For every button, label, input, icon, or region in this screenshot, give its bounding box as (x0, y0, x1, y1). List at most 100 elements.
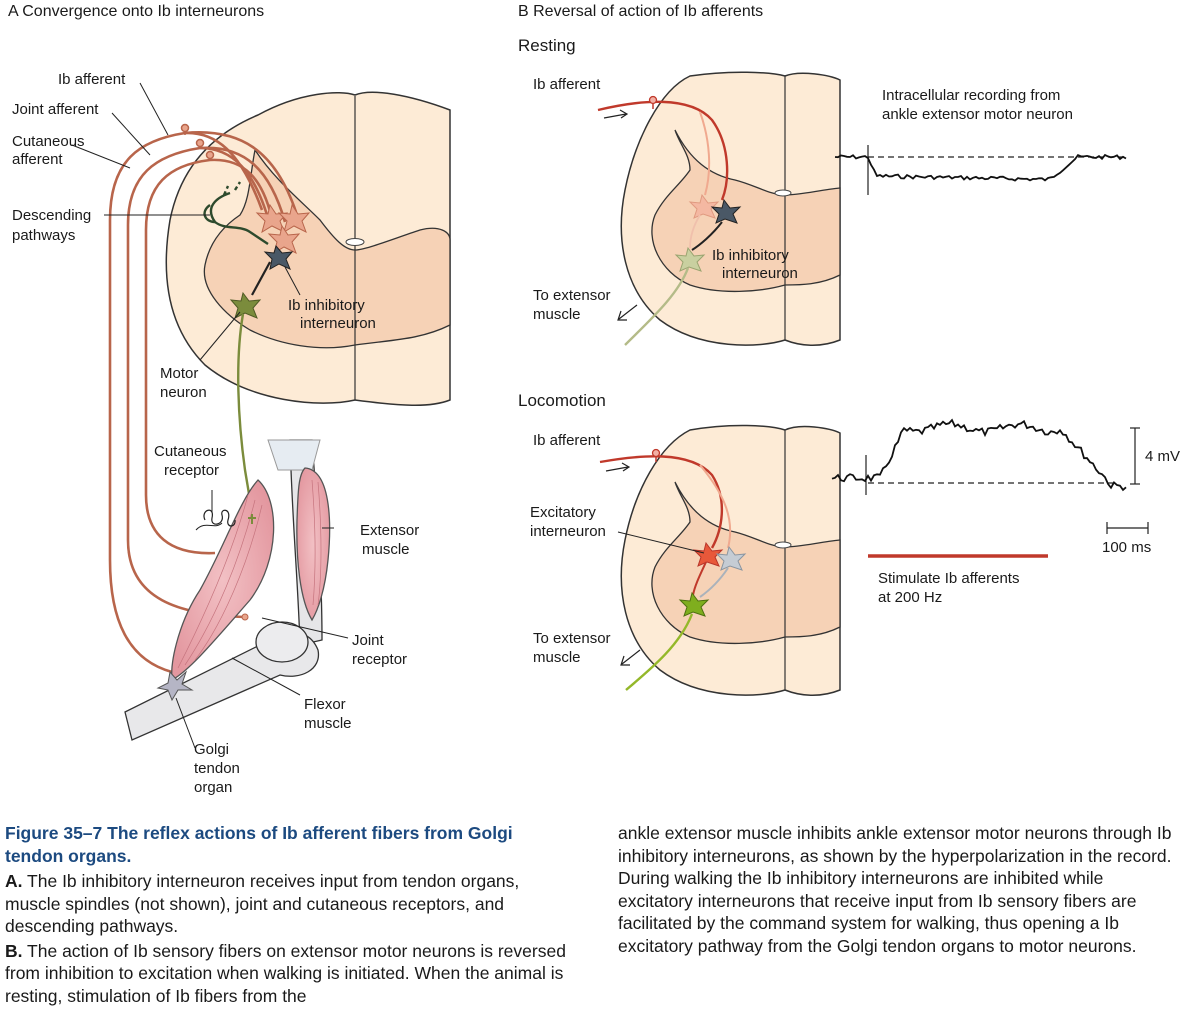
joint-branch (199, 146, 272, 226)
motor-axon-locomotion (625, 613, 694, 691)
descending-fiber (209, 191, 269, 245)
figure-illustration: A Convergence onto Ib interneurons (8, 3, 1180, 796)
leg-illustration (124, 439, 331, 741)
motor-neuron-resting (674, 246, 706, 272)
panel-a: A Convergence onto Ib interneurons (8, 3, 451, 796)
excitatory-interneuron-locomotion (692, 541, 724, 567)
locomotion-trace (831, 418, 1127, 492)
arrow-out-locomotion (620, 649, 641, 666)
motor-end-plate (248, 514, 256, 524)
label-cut-receptor-2: receptor (164, 462, 219, 479)
label-motor-1: Motor (160, 365, 198, 382)
resting-recording: Intracellular recording from ankle exten… (834, 87, 1128, 195)
caption-a-text: The Ib inhibitory interneuron receives i… (5, 871, 520, 936)
label-ib-inhib-1: Ib inhibitory (288, 297, 365, 314)
caption-b-text: The action of Ib sensory fibers on exten… (5, 940, 566, 1006)
ib-inhibitory-resting (710, 198, 742, 224)
label-cutaneous-afferent-2: afferent (12, 151, 63, 168)
interneuron-2 (277, 203, 311, 234)
label-joint-receptor-2: receptor (352, 651, 407, 668)
ib-branch (184, 131, 264, 211)
caption-paragraph-b: B. The action of Ib sensory fibers on ex… (5, 940, 575, 1008)
locomotion-excit-2: interneuron (530, 523, 606, 540)
motor-axon-resting (624, 267, 690, 346)
ib-inhibitory-axon (251, 261, 271, 296)
caption-right-column: ankle extensor muscle inhibits ankle ext… (618, 822, 1183, 959)
central-canal (345, 238, 365, 246)
label-cut-receptor-1: Cutaneous (154, 443, 227, 460)
caption-b-label: B. (5, 940, 23, 961)
label-ib-inhib-2: interneuron (300, 315, 376, 332)
caption-b-continued: ankle extensor muscle inhibits ankle ext… (618, 823, 1172, 956)
label-descending-1: Descending (12, 207, 91, 224)
scale-ms-label: 100 ms (1102, 539, 1151, 556)
resting-to-extensor-1: To extensor (533, 287, 611, 304)
stim-label-1: Stimulate Ib afferents (878, 570, 1019, 587)
arrow-in-locomotion (605, 462, 631, 472)
caption-paragraph-a: A. The Ib inhibitory interneuron receive… (5, 870, 575, 938)
cutaneous-terminal (205, 150, 215, 160)
stim-label-2: at 200 Hz (878, 589, 942, 606)
label-golgi-2: tendon (194, 760, 240, 777)
locomotion-ib-afferent: Ib afferent (533, 432, 601, 449)
leader-lines-a (71, 82, 349, 749)
resting-diagram: Resting Ib afferent Ib inhibitory intern… (518, 36, 841, 346)
panel-b: B Reversal of action of Ib afferents Res… (518, 3, 1180, 696)
afferent-fibers-a (108, 131, 298, 674)
ib-inhib-leader (284, 266, 301, 296)
locomotion-recording: 4 mV 100 ms Stimulate Ib afferents at 20… (831, 418, 1180, 606)
ib-terminal (180, 123, 190, 133)
panel-a-title: A Convergence onto Ib interneurons (8, 3, 264, 20)
resting-subtitle: Resting (518, 36, 576, 55)
label-extensor-1: Extensor (360, 522, 419, 539)
motor-neuron-locomotion (678, 591, 710, 617)
caption-title: Figure 35–7 The reflex actions of Ib aff… (5, 822, 575, 867)
arrow-out-resting (617, 304, 638, 321)
ib-inhibitory-locomotion (715, 545, 747, 571)
recording-label-2: ankle extensor motor neuron (882, 106, 1073, 123)
resting-trace (834, 153, 1127, 182)
caption-left-column: Figure 35–7 The reflex actions of Ib aff… (5, 822, 575, 1009)
label-extensor-2: muscle (362, 541, 410, 558)
label-joint-receptor-1: Joint (352, 632, 385, 649)
ib-afferent-locomotion (599, 455, 724, 549)
joint-terminal (195, 138, 205, 148)
label-golgi-1: Golgi (194, 741, 229, 758)
arrow-in-resting (603, 109, 629, 119)
scale-mv-label: 4 mV (1145, 448, 1180, 465)
knee-joint (255, 621, 309, 663)
ib-afferent-resting (597, 100, 729, 201)
joint-afferent-fiber (126, 146, 287, 619)
resting-ib-afferent: Ib afferent (533, 76, 601, 93)
spinal-cord-a (165, 91, 451, 406)
motor-leader (199, 311, 241, 361)
excitatory-interneuron-resting (688, 193, 720, 219)
locomotion-subtitle: Locomotion (518, 391, 606, 410)
extensor-muscle (296, 467, 331, 622)
figure-number: Figure 35–7 (5, 823, 103, 843)
label-joint-afferent: Joint afferent (12, 101, 99, 118)
resting-to-extensor-2: muscle (533, 306, 581, 323)
label-cutaneous-afferent-1: Cutaneous (12, 133, 85, 150)
recording-label-1: Intracellular recording from (882, 87, 1060, 104)
descending-pathways (203, 181, 269, 245)
label-ib-afferent: Ib afferent (58, 71, 126, 88)
resting-ib-inhib-1: Ib inhibitory (712, 247, 789, 264)
panel-b-title: B Reversal of action of Ib afferents (518, 3, 763, 20)
caption-title-text: The reflex actions of Ib afferent fibers… (5, 823, 513, 866)
locomotion-to-extensor-1: To extensor (533, 630, 611, 647)
label-flexor-2: muscle (304, 715, 352, 732)
excit-leader (617, 531, 705, 554)
ib-inhibitory-interneuron-a (263, 244, 294, 270)
caption-a-label: A. (5, 871, 23, 891)
label-golgi-3: organ (194, 779, 232, 796)
motor-neuron-a (229, 291, 262, 319)
ib-afferent-fiber (108, 131, 298, 674)
cutaneous-receptor (203, 509, 236, 527)
label-descending-2: pathways (12, 227, 75, 244)
locomotion-to-extensor-2: muscle (533, 649, 581, 666)
label-motor-2: neuron (160, 384, 207, 401)
locomotion-diagram: Locomotion Ib afferent Excitatory (518, 304, 841, 696)
resting-ib-inhib-2: interneuron (722, 265, 798, 282)
golgi-tendon-organ (156, 670, 194, 702)
